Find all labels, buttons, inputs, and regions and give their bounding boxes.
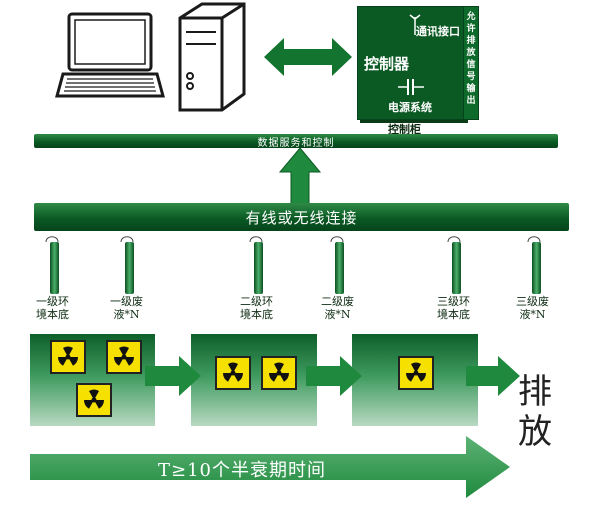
computer-icon — [55, 12, 165, 98]
sensor-probe — [125, 242, 134, 294]
radiation-icon — [215, 356, 251, 390]
server-tower-icon — [178, 2, 246, 112]
flow-arrow-icon — [145, 356, 201, 396]
controller-label: 控制器 — [364, 55, 410, 73]
sensor-probe — [335, 242, 344, 294]
tank-level-2 — [191, 334, 317, 426]
sensor-probe — [532, 242, 541, 294]
double-arrow-icon — [264, 38, 352, 76]
cabinet-label: 控制柜 — [388, 123, 421, 136]
timeline-arrow — [30, 436, 510, 498]
sensor-label-2: 一级废 液*N — [110, 295, 143, 321]
signal-output-strip: 允许排放信号输出 — [463, 6, 479, 120]
antenna-icon — [409, 14, 421, 35]
sensor-label-3: 二级环 境本底 — [240, 295, 273, 321]
radiation-icon — [76, 383, 112, 417]
comm-interface-label: 通讯接口 — [416, 25, 460, 38]
cable-icon — [249, 236, 263, 243]
sensor-label-4: 二级废 液*N — [321, 295, 354, 321]
sensor-probe — [452, 242, 461, 294]
sensor-label-5: 三级环 境本底 — [437, 295, 470, 321]
cable-icon — [447, 236, 461, 243]
data-service-label: 数据服务和控制 — [257, 137, 335, 149]
connection-label: 有线或无线连接 — [245, 208, 358, 227]
controller-cabinet: 通讯接口 控制器 电源系统 — [357, 6, 465, 120]
sensor-probe — [254, 242, 263, 294]
sensor-5 — [447, 236, 461, 294]
sensor-4 — [330, 236, 344, 294]
timeline-label: T≥10个半衰期时间 — [158, 460, 326, 481]
connection-bar: 有线或无线连接 — [34, 203, 569, 231]
radiation-icon — [106, 340, 142, 374]
sensor-probe — [50, 242, 59, 294]
discharge-label: 排 放 — [518, 372, 552, 452]
flow-arrow-icon — [306, 356, 362, 396]
cable-icon — [45, 236, 59, 243]
sensor-6 — [527, 236, 541, 294]
radiation-icon — [261, 356, 297, 390]
cable-icon — [527, 236, 541, 243]
sensor-label-1: 一级环 境本底 — [36, 295, 69, 321]
sensor-1 — [45, 236, 59, 294]
flow-arrow-icon — [466, 356, 520, 396]
cable-icon — [330, 236, 344, 243]
capacitor-icon — [398, 79, 424, 95]
sensor-3 — [249, 236, 263, 294]
radiation-icon — [50, 340, 86, 374]
up-arrow-icon — [278, 147, 322, 204]
sensor-label-6: 三级废 液*N — [516, 295, 549, 321]
cable-icon — [120, 236, 134, 243]
power-system-label: 电源系统 — [388, 101, 432, 114]
sensor-2 — [120, 236, 134, 294]
signal-output-label: 允许排放信号输出 — [466, 12, 476, 106]
data-service-bar: 数据服务和控制 — [34, 134, 558, 149]
radiation-icon — [398, 356, 434, 390]
